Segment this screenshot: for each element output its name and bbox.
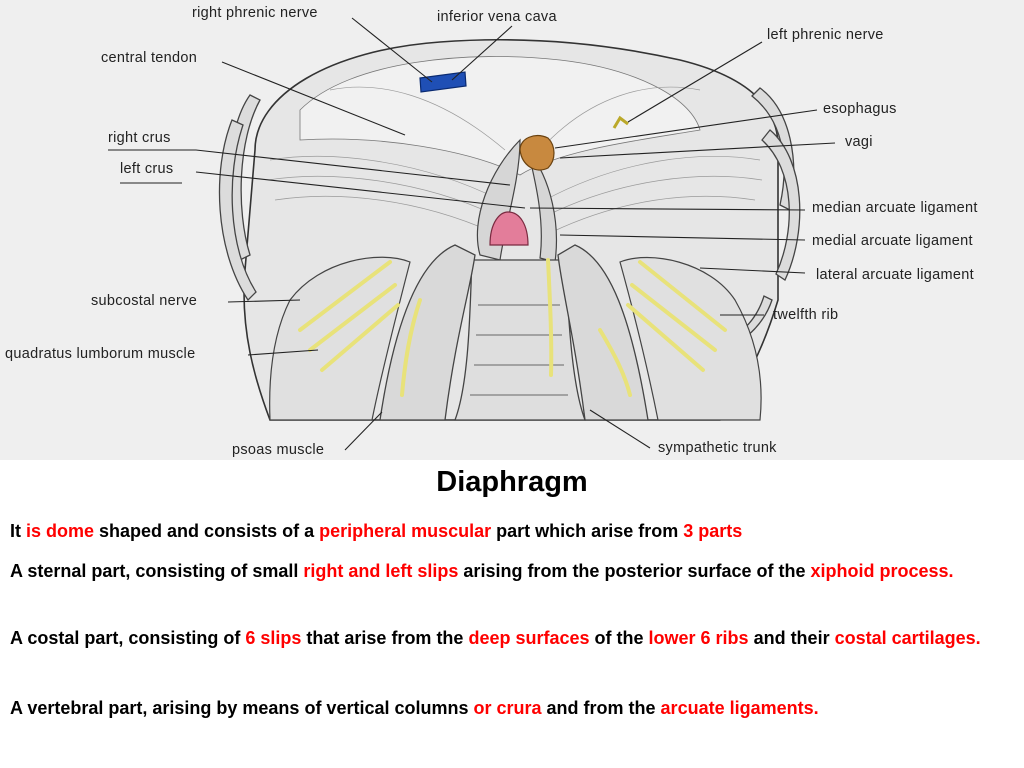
label-subcostal-nerve: subcostal nerve xyxy=(91,293,197,309)
label-quadratus-lumborum-muscle: quadratus lumborum muscle xyxy=(5,346,195,362)
paragraph-overview: It is dome shaped and consists of a peri… xyxy=(10,518,1015,545)
p4-highlight-2: arcuate ligaments. xyxy=(660,698,819,718)
label-twelfth-rib: twelfth rib xyxy=(773,307,838,323)
p2-highlight-1: right and left slips xyxy=(303,561,459,581)
p2-text-2: arising from the posterior surface of th… xyxy=(458,561,811,581)
label-esophagus: esophagus xyxy=(823,101,897,117)
left-ribs xyxy=(218,94,261,302)
label-psoas-muscle: psoas muscle xyxy=(232,442,324,458)
p3-highlight-4: costal cartilages. xyxy=(834,628,981,648)
paragraph-vertebral: A vertebral part, arising by means of ve… xyxy=(10,695,1015,722)
p1-highlight-2: peripheral muscular xyxy=(319,521,492,541)
leader-lines xyxy=(108,17,836,451)
description-text: Diaphragm It is dome shaped and consists… xyxy=(0,460,1024,768)
esophagus-shape xyxy=(519,135,555,171)
p2-text-1: A sternal part, consisting of small xyxy=(10,561,304,581)
muscle-fibers xyxy=(267,86,763,233)
label-sympathetic-trunk: sympathetic trunk xyxy=(658,440,777,456)
p3-text-4: and their xyxy=(748,628,835,648)
label-lateral-arcuate-ligament: lateral arcuate ligament xyxy=(816,267,974,283)
p4-text-1: A vertebral part, arising by means of ve… xyxy=(10,698,474,718)
label-medial-arcuate-ligament: medial arcuate ligament xyxy=(812,233,973,249)
p1-text-2: shaped and consists of a xyxy=(94,521,320,541)
subcostal-nerves xyxy=(298,258,727,397)
p4-text-2: and from the xyxy=(541,698,661,718)
p3-highlight-2: deep surfaces xyxy=(468,628,590,648)
label-right-crus: right crus xyxy=(108,130,171,146)
left-phrenic-mark xyxy=(612,115,629,129)
label-right-phrenic-nerve: right phrenic nerve xyxy=(192,5,318,21)
p3-text-3: of the xyxy=(589,628,649,648)
p3-text-1: A costal part, consisting of xyxy=(10,628,246,648)
p1-text-1: It xyxy=(10,521,26,541)
p1-highlight-3: 3 parts xyxy=(683,521,743,541)
p3-highlight-3: lower 6 ribs xyxy=(648,628,749,648)
central-tendon-shape xyxy=(299,56,701,176)
label-inferior-vena-cava: inferior vena cava xyxy=(437,9,557,25)
label-median-arcuate-ligament: median arcuate ligament xyxy=(812,200,978,216)
aorta-shape xyxy=(489,211,529,246)
diaphragm-figure: right phrenic nerve inferior vena cava l… xyxy=(0,0,1024,460)
label-left-phrenic-nerve: left phrenic nerve xyxy=(767,27,884,43)
label-vagi: vagi xyxy=(845,134,873,150)
p2-highlight-2: xiphoid process. xyxy=(810,561,954,581)
right-quadratus-shape xyxy=(619,256,762,421)
p4-highlight-1: or crura xyxy=(473,698,542,718)
p1-highlight-1: is dome xyxy=(26,521,95,541)
slide-title: Diaphragm xyxy=(436,466,588,498)
paragraph-sternal: A sternal part, consisting of small righ… xyxy=(10,558,1015,585)
inferior-vena-cava-shape xyxy=(419,71,467,93)
p3-highlight-1: 6 slips xyxy=(245,628,302,648)
p1-text-3: part which arise from xyxy=(491,521,684,541)
vertebral-segments xyxy=(470,304,568,396)
diaphragm-illustration: right phrenic nerve inferior vena cava l… xyxy=(5,5,978,458)
paragraph-costal: A costal part, consisting of 6 slips tha… xyxy=(10,625,1015,652)
p3-text-2: that arise from the xyxy=(301,628,469,648)
label-left-crus: left crus xyxy=(120,161,173,177)
label-central-tendon: central tendon xyxy=(101,50,197,66)
